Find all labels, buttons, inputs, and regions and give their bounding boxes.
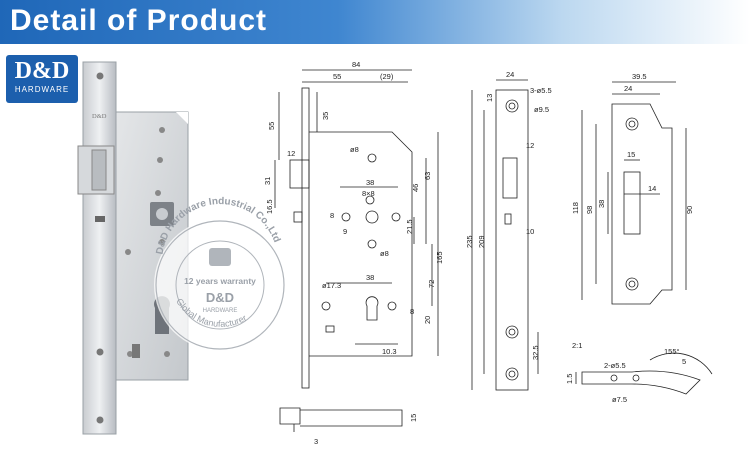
front-view-drawing bbox=[274, 69, 439, 432]
dim-label: 32.5 bbox=[531, 345, 540, 360]
dim-label: 10.3 bbox=[382, 347, 397, 356]
dim-label: 38 bbox=[597, 200, 606, 208]
faceplate-drawing bbox=[471, 79, 539, 391]
dim-label: 55 bbox=[267, 122, 276, 130]
dim-label: 165 bbox=[435, 251, 444, 264]
dim-label: (29) bbox=[380, 72, 394, 81]
dim-label: 3-ø5.5 bbox=[530, 86, 552, 95]
dim-label: 2:1 bbox=[572, 341, 582, 350]
dim-label: 3 bbox=[314, 437, 318, 446]
dim-label: 31 bbox=[263, 177, 272, 185]
dim-label: 8 bbox=[410, 307, 414, 316]
dim-label: 55 bbox=[333, 72, 341, 81]
dim-label: 21.5 bbox=[405, 219, 414, 234]
dim-label: 15 bbox=[409, 414, 418, 422]
stamp-subtitle: HARDWARE bbox=[203, 308, 238, 314]
dim-label: 63 bbox=[423, 172, 432, 180]
dim-label: ø8 bbox=[350, 145, 359, 154]
header-bar bbox=[0, 0, 750, 44]
dim-label: 15 bbox=[627, 150, 635, 159]
brand-logo: D&D HARDWARE bbox=[6, 55, 78, 103]
dim-label: 13 bbox=[485, 94, 494, 102]
dim-label: 84 bbox=[352, 60, 360, 69]
dim-label: 35 bbox=[321, 112, 330, 120]
dim-label: 155° bbox=[664, 347, 680, 356]
dim-label: 1.5 bbox=[565, 374, 574, 384]
dim-label: 12 bbox=[287, 149, 295, 158]
dim-label: 118 bbox=[571, 202, 580, 214]
dim-label: 8×8 bbox=[362, 189, 375, 198]
dim-label: 235 bbox=[465, 235, 474, 248]
dim-label: 5 bbox=[682, 357, 686, 366]
dim-label: 24 bbox=[624, 84, 632, 93]
dim-label: 20 bbox=[423, 316, 432, 324]
strike-profile-drawing bbox=[575, 352, 713, 395]
dim-label: 10 bbox=[526, 227, 534, 236]
dim-label: ø9.5 bbox=[534, 105, 549, 114]
dim-label: 2-ø5.5 bbox=[604, 361, 626, 370]
dim-label: 38 bbox=[366, 273, 374, 282]
dim-label: 14 bbox=[648, 184, 656, 193]
dim-label: 98 bbox=[585, 206, 594, 214]
stamp-mark: D&D bbox=[206, 290, 234, 305]
dimension-labels: 84 55 (29) 35 55 12 31 ø8 16.5 38 8×8 8 … bbox=[263, 60, 694, 446]
dim-label: ø8 bbox=[380, 249, 389, 258]
strike-plate-drawing bbox=[581, 81, 687, 305]
dim-label: 38 bbox=[366, 178, 374, 187]
dim-label: 8 bbox=[330, 211, 334, 220]
dim-label: 90 bbox=[685, 206, 694, 214]
dim-label: 16.5 bbox=[265, 199, 274, 214]
dim-label: 46 bbox=[411, 184, 420, 192]
logo-subtitle: HARDWARE bbox=[14, 85, 70, 94]
dim-label: 24 bbox=[506, 70, 514, 79]
dim-label: ø7.5 bbox=[612, 395, 627, 404]
stamp-warranty: 12 years warranty bbox=[184, 276, 256, 286]
dim-label: ø17.3 bbox=[322, 281, 341, 290]
plate-engraving: D&D bbox=[92, 113, 107, 120]
dim-label: 209 bbox=[477, 235, 486, 248]
dim-label: 9 bbox=[343, 227, 347, 236]
logo-mark: D&D bbox=[14, 58, 70, 84]
dim-label: 39.5 bbox=[632, 72, 647, 81]
dim-label: 72 bbox=[427, 280, 436, 288]
warranty-stamp: D&D Hardware Industrial Co.,Ltd Global M… bbox=[154, 196, 286, 351]
page-title: Detail of Product bbox=[10, 4, 268, 37]
dim-label: 12 bbox=[526, 141, 534, 150]
